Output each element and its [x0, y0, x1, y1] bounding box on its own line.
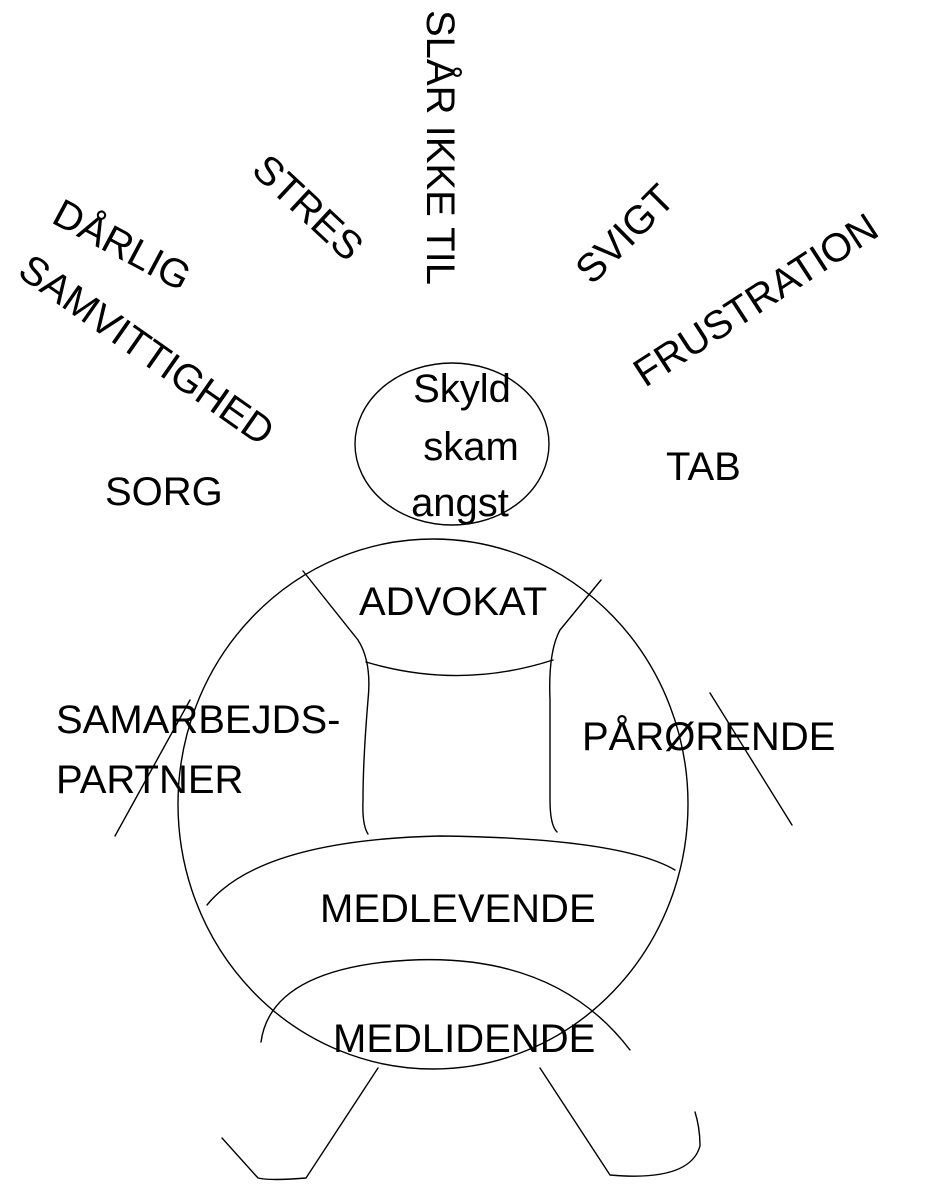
left-arm-line [114, 699, 191, 837]
advokat-section-right-curve [549, 579, 602, 833]
right-arm-line [709, 692, 793, 826]
head-line-skyld: Skyld [413, 367, 511, 411]
label-paaroerende: PÅRØRENDE [582, 714, 835, 759]
left-leg-line [221, 1067, 379, 1181]
medlevende-section-top-curve [206, 835, 676, 906]
label-samarbejds: SAMARBEJDS- [56, 698, 341, 742]
label-medlidende: MEDLIDENDE [333, 1017, 595, 1061]
advokat-section-left-curve [302, 570, 370, 835]
ray-tab: TAB [666, 445, 741, 489]
body-circle [177, 538, 689, 1070]
ray-frustration: FRUSTRATION [626, 205, 886, 395]
head-line-angst: angst [411, 481, 509, 525]
label-partner: PARTNER [56, 758, 243, 802]
right-leg-line [539, 1067, 701, 1177]
medlidende-section-top-curve [260, 958, 631, 1051]
advokat-section-bottom-curve [365, 659, 554, 677]
ray-stres: STRES [244, 146, 372, 269]
label-advokat: ADVOKAT [359, 580, 547, 624]
head-line-skam: skam [423, 425, 519, 469]
ray-svigt: SVIGT [567, 176, 683, 292]
ray-slaar-ikke-til: SLÅR IKKE TIL [418, 10, 463, 285]
ray-sorg: SORG [105, 470, 223, 514]
head-ellipse [354, 362, 550, 526]
label-medlevende: MEDLEVENDE [320, 887, 596, 931]
